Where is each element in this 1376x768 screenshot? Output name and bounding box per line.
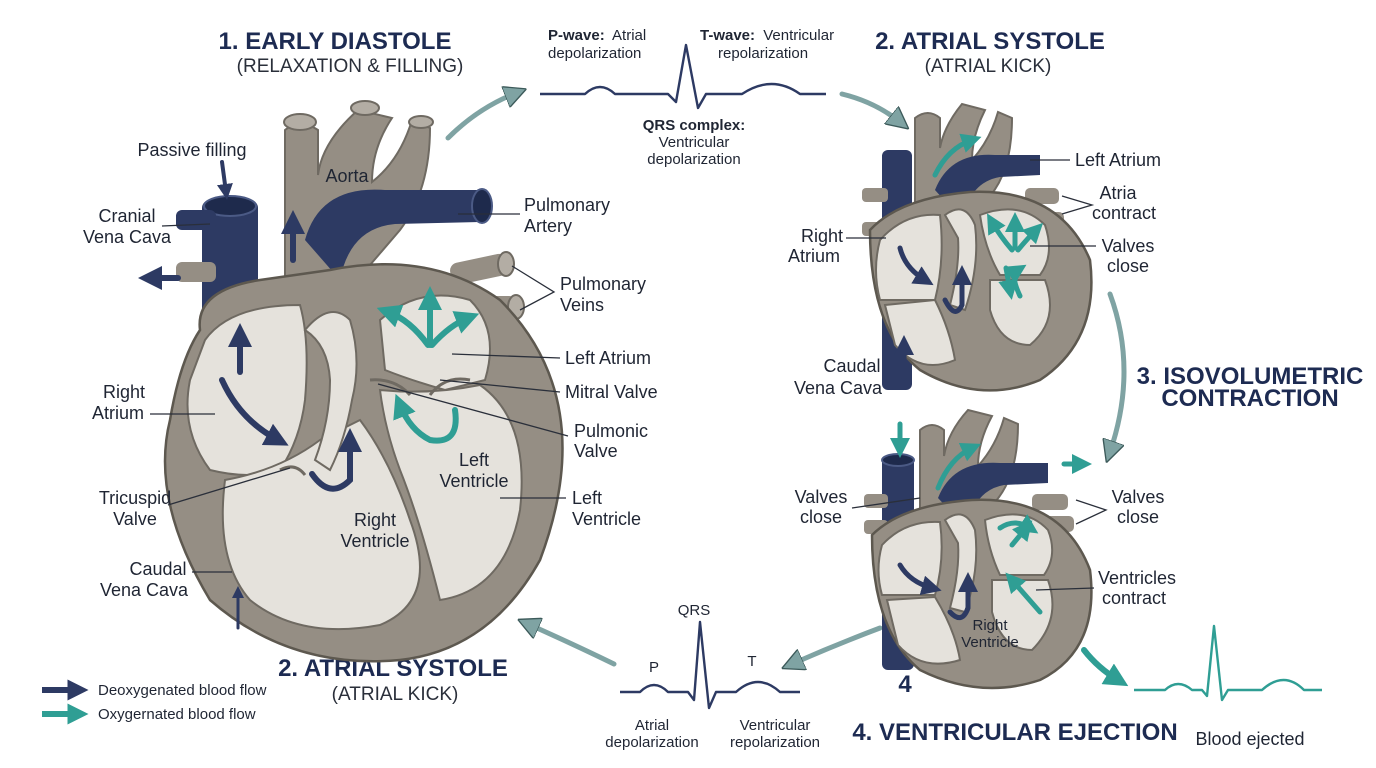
h2-label-right-atrium-1: Right bbox=[801, 226, 843, 246]
label-caudal-1: Caudal bbox=[129, 559, 186, 579]
label-left-ventricle-outer-2: Ventricle bbox=[572, 509, 641, 529]
label-mitral-valve: Mitral Valve bbox=[565, 382, 658, 402]
label-pulmonary-veins-1: Pulmonary bbox=[560, 274, 646, 294]
label-right-ventricle-1: Right bbox=[354, 510, 396, 530]
ecg-bottom-atrial-1: Atrial bbox=[635, 717, 669, 734]
h3-label-valves-left-1: Valves bbox=[795, 487, 848, 507]
label-pulmonary-artery-1: Pulmonary bbox=[524, 195, 610, 215]
ecg-top-p-line2: depolarization bbox=[548, 45, 641, 62]
h3-label-valves-right-2: close bbox=[1117, 507, 1159, 527]
h3-label-valves-right-1: Valves bbox=[1112, 487, 1165, 507]
h2-label-valves-2: close bbox=[1107, 256, 1149, 276]
h2-label-caudal-2: Vena Cava bbox=[794, 378, 883, 398]
stage-title-isovolumetric-1: 3. ISOVOLUMETRIC bbox=[1137, 363, 1364, 390]
h2-label-right-atrium-2: Atrium bbox=[788, 246, 840, 266]
h2-label-atria-2: contract bbox=[1092, 203, 1156, 223]
ecg-top-qrs-line3: depolarization bbox=[647, 151, 740, 168]
h2-label-left-atrium: Left Atrium bbox=[1075, 150, 1161, 170]
label-right-atrium-2: Atrium bbox=[92, 403, 144, 423]
h3-label-valves-left-2: close bbox=[800, 507, 842, 527]
cycle-arrow-3 bbox=[1110, 291, 1127, 452]
h3-label-right-ventricle-2: Ventricle bbox=[961, 634, 1019, 651]
label-cranial-1: Cranial bbox=[98, 206, 155, 226]
label-tricuspid-2: Valve bbox=[113, 509, 157, 529]
stage-subtitle-relaxation: (RELAXATION & FILLING) bbox=[237, 56, 464, 77]
label-pulmonary-artery-2: Artery bbox=[524, 216, 572, 236]
label-pulmonic-valve-2: Valve bbox=[574, 441, 618, 461]
h2-label-atria-1: Atria bbox=[1099, 183, 1137, 203]
cycle-arrow-4 bbox=[792, 625, 883, 664]
label-pulmonary-veins-2: Veins bbox=[560, 295, 604, 315]
legend: Deoxygenated blood flow Oxygernated bloo… bbox=[42, 679, 267, 725]
cycle-arrow-5 bbox=[528, 624, 617, 667]
ecg-trace-top bbox=[540, 43, 826, 110]
stage-number-4: 4 bbox=[898, 671, 912, 698]
label-cranial-2: Vena Cava bbox=[83, 227, 172, 247]
label-right-atrium-1: Right bbox=[103, 382, 145, 402]
label-left-ventricle-outer-1: Left bbox=[572, 488, 602, 508]
label-left-ventricle-inner-2: Ventricle bbox=[439, 471, 508, 491]
ecg-bottom-qrs: QRS bbox=[678, 602, 711, 619]
h3-label-right-ventricle-1: Right bbox=[972, 617, 1008, 634]
cycle-arrow-2 bbox=[839, 91, 900, 122]
label-passive-filling: Passive filling bbox=[137, 140, 246, 160]
label-caudal-2: Vena Cava bbox=[100, 580, 189, 600]
cycle-arrow-1 bbox=[445, 93, 516, 141]
ecg-trace-bottom bbox=[620, 620, 800, 710]
h2-label-caudal-1: Caudal bbox=[823, 356, 880, 376]
ecg-bottom-atrial-2: depolarization bbox=[605, 734, 698, 751]
legend-deoxygenated-label: Deoxygenated blood flow bbox=[98, 682, 267, 699]
stage-title-early-diastole: 1. EARLY DIASTOLE bbox=[219, 28, 452, 55]
stage-title-ventricular-ejection: 4. VENTRICULAR EJECTION bbox=[852, 719, 1177, 746]
stage-subtitle-atrial-kick: (ATRIAL KICK) bbox=[925, 56, 1052, 77]
label-aorta: Aorta bbox=[325, 166, 369, 186]
ecg-trace-ejection bbox=[1134, 624, 1322, 702]
ecg-bottom-vent-1: Ventricular bbox=[740, 717, 811, 734]
main-heart bbox=[138, 100, 564, 663]
label-pulmonic-valve-1: Pulmonic bbox=[574, 421, 648, 441]
cycle-arrows bbox=[445, 91, 1127, 667]
label-blood-ejected: Blood ejected bbox=[1195, 729, 1304, 749]
label-left-atrium: Left Atrium bbox=[565, 348, 651, 368]
h3-label-ventricles-1: Ventricles bbox=[1098, 568, 1176, 588]
ecg-bottom-t: T bbox=[747, 653, 756, 670]
ecg-top-t-line2: repolarization bbox=[718, 45, 808, 62]
ecg-bottom-p: P bbox=[649, 659, 659, 676]
label-left-ventricle-inner-1: Left bbox=[459, 450, 489, 470]
ecg-top-qrs-label: QRS complex: bbox=[643, 117, 746, 134]
heart-atrial-systole bbox=[862, 102, 1093, 392]
stage-subtitle-bottom-atrial-kick: (ATRIAL KICK) bbox=[332, 684, 459, 705]
stage-title-atrial-systole: 2. ATRIAL SYSTOLE bbox=[875, 28, 1105, 55]
ecg-top-t-label: T-wave: Ventricular bbox=[700, 27, 834, 44]
h3-label-ventricles-2: contract bbox=[1102, 588, 1166, 608]
ecg-bottom-vent-2: repolarization bbox=[730, 734, 820, 751]
ecg-top-qrs-line2: Ventricular bbox=[659, 134, 730, 151]
heart-ventricular-ejection bbox=[864, 408, 1129, 690]
stage-title-isovolumetric-2: CONTRACTION bbox=[1161, 385, 1338, 412]
legend-oxygenated-label: Oxygernated blood flow bbox=[98, 706, 256, 723]
ecg-top-p-label: P-wave: Atrial bbox=[548, 27, 646, 44]
h2-label-valves-1: Valves bbox=[1102, 236, 1155, 256]
label-right-ventricle-2: Ventricle bbox=[340, 531, 409, 551]
label-tricuspid-1: Tricuspid bbox=[99, 488, 171, 508]
